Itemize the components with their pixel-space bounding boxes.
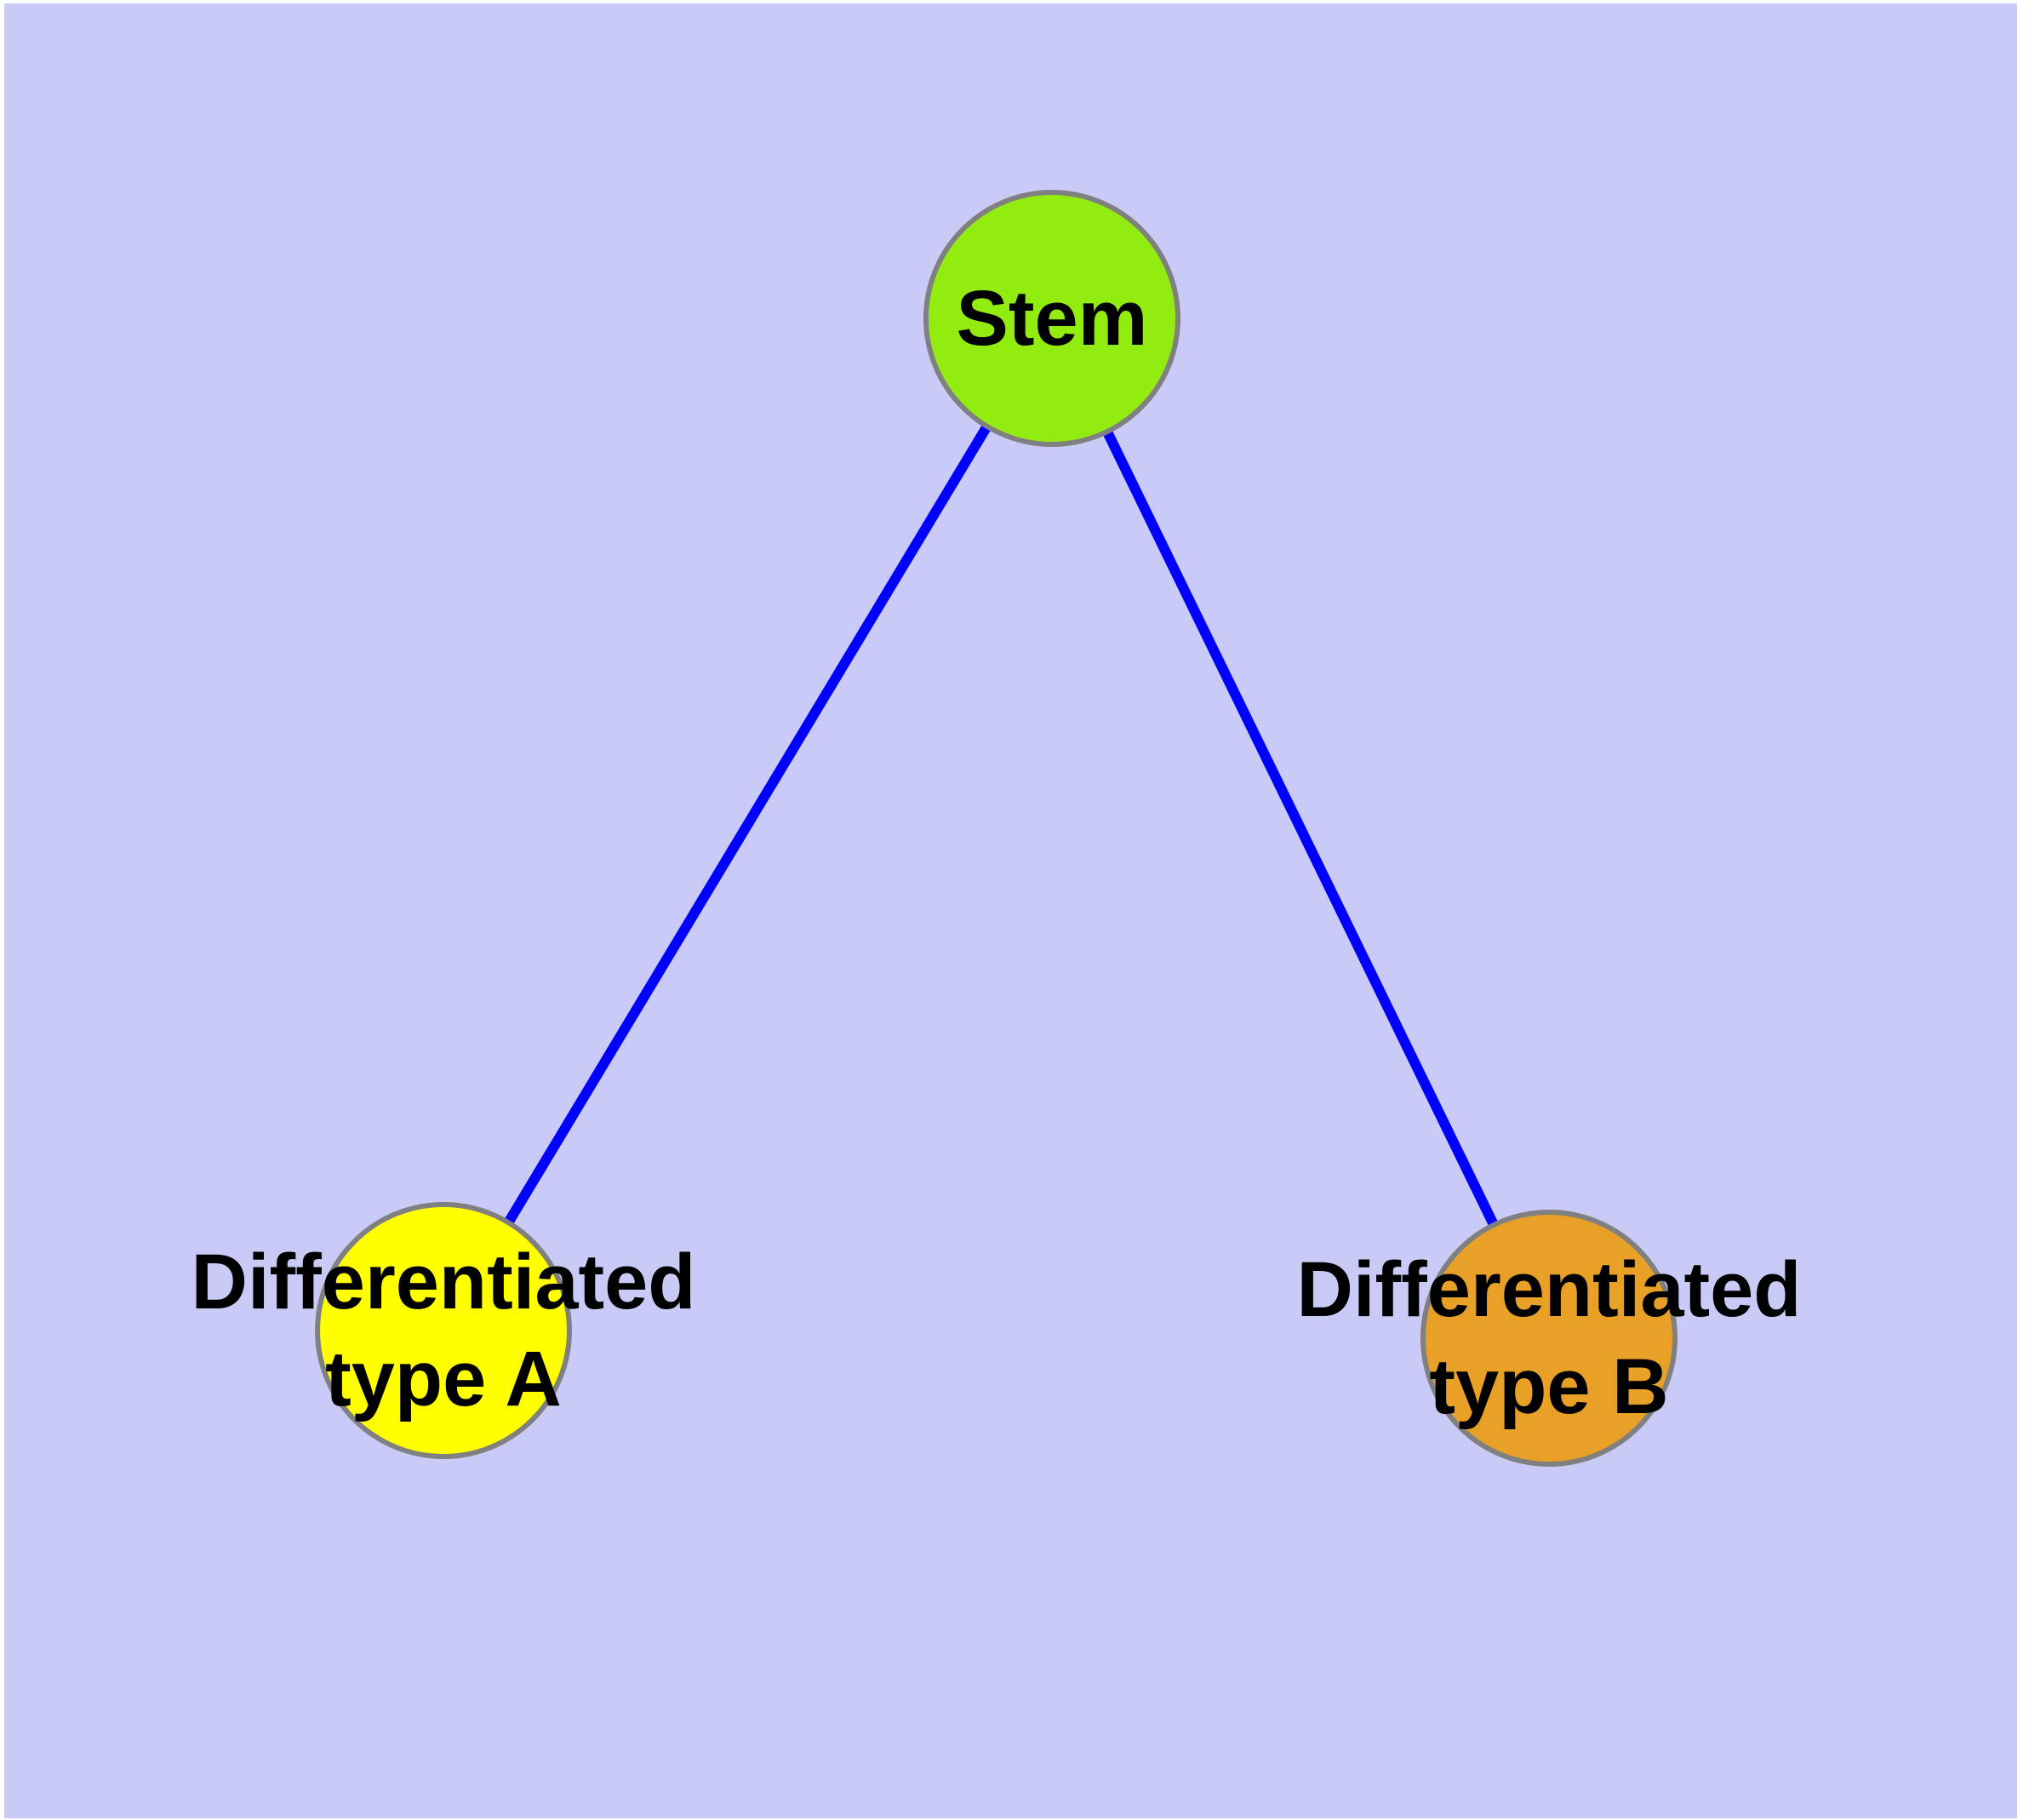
node-label-stem: Stem [956, 275, 1148, 362]
node-label-differentiated-type-b: Differentiated type B [1297, 1241, 1802, 1435]
node-stem [923, 190, 1180, 447]
label-line-2: type A [325, 1336, 562, 1422]
label-line-1: Differentiated [1296, 1246, 1802, 1333]
edge-stem-to-type-b [1047, 316, 1554, 1341]
node-differentiated-type-a [315, 1202, 572, 1459]
label-line-2: type B [1429, 1343, 1669, 1430]
edge-stem-to-type-a [438, 315, 1057, 1334]
node-label-differentiated-type-a: Differentiated type A [191, 1233, 696, 1428]
node-differentiated-type-b [1420, 1210, 1677, 1467]
label-line-1: Differentiated [191, 1239, 696, 1325]
